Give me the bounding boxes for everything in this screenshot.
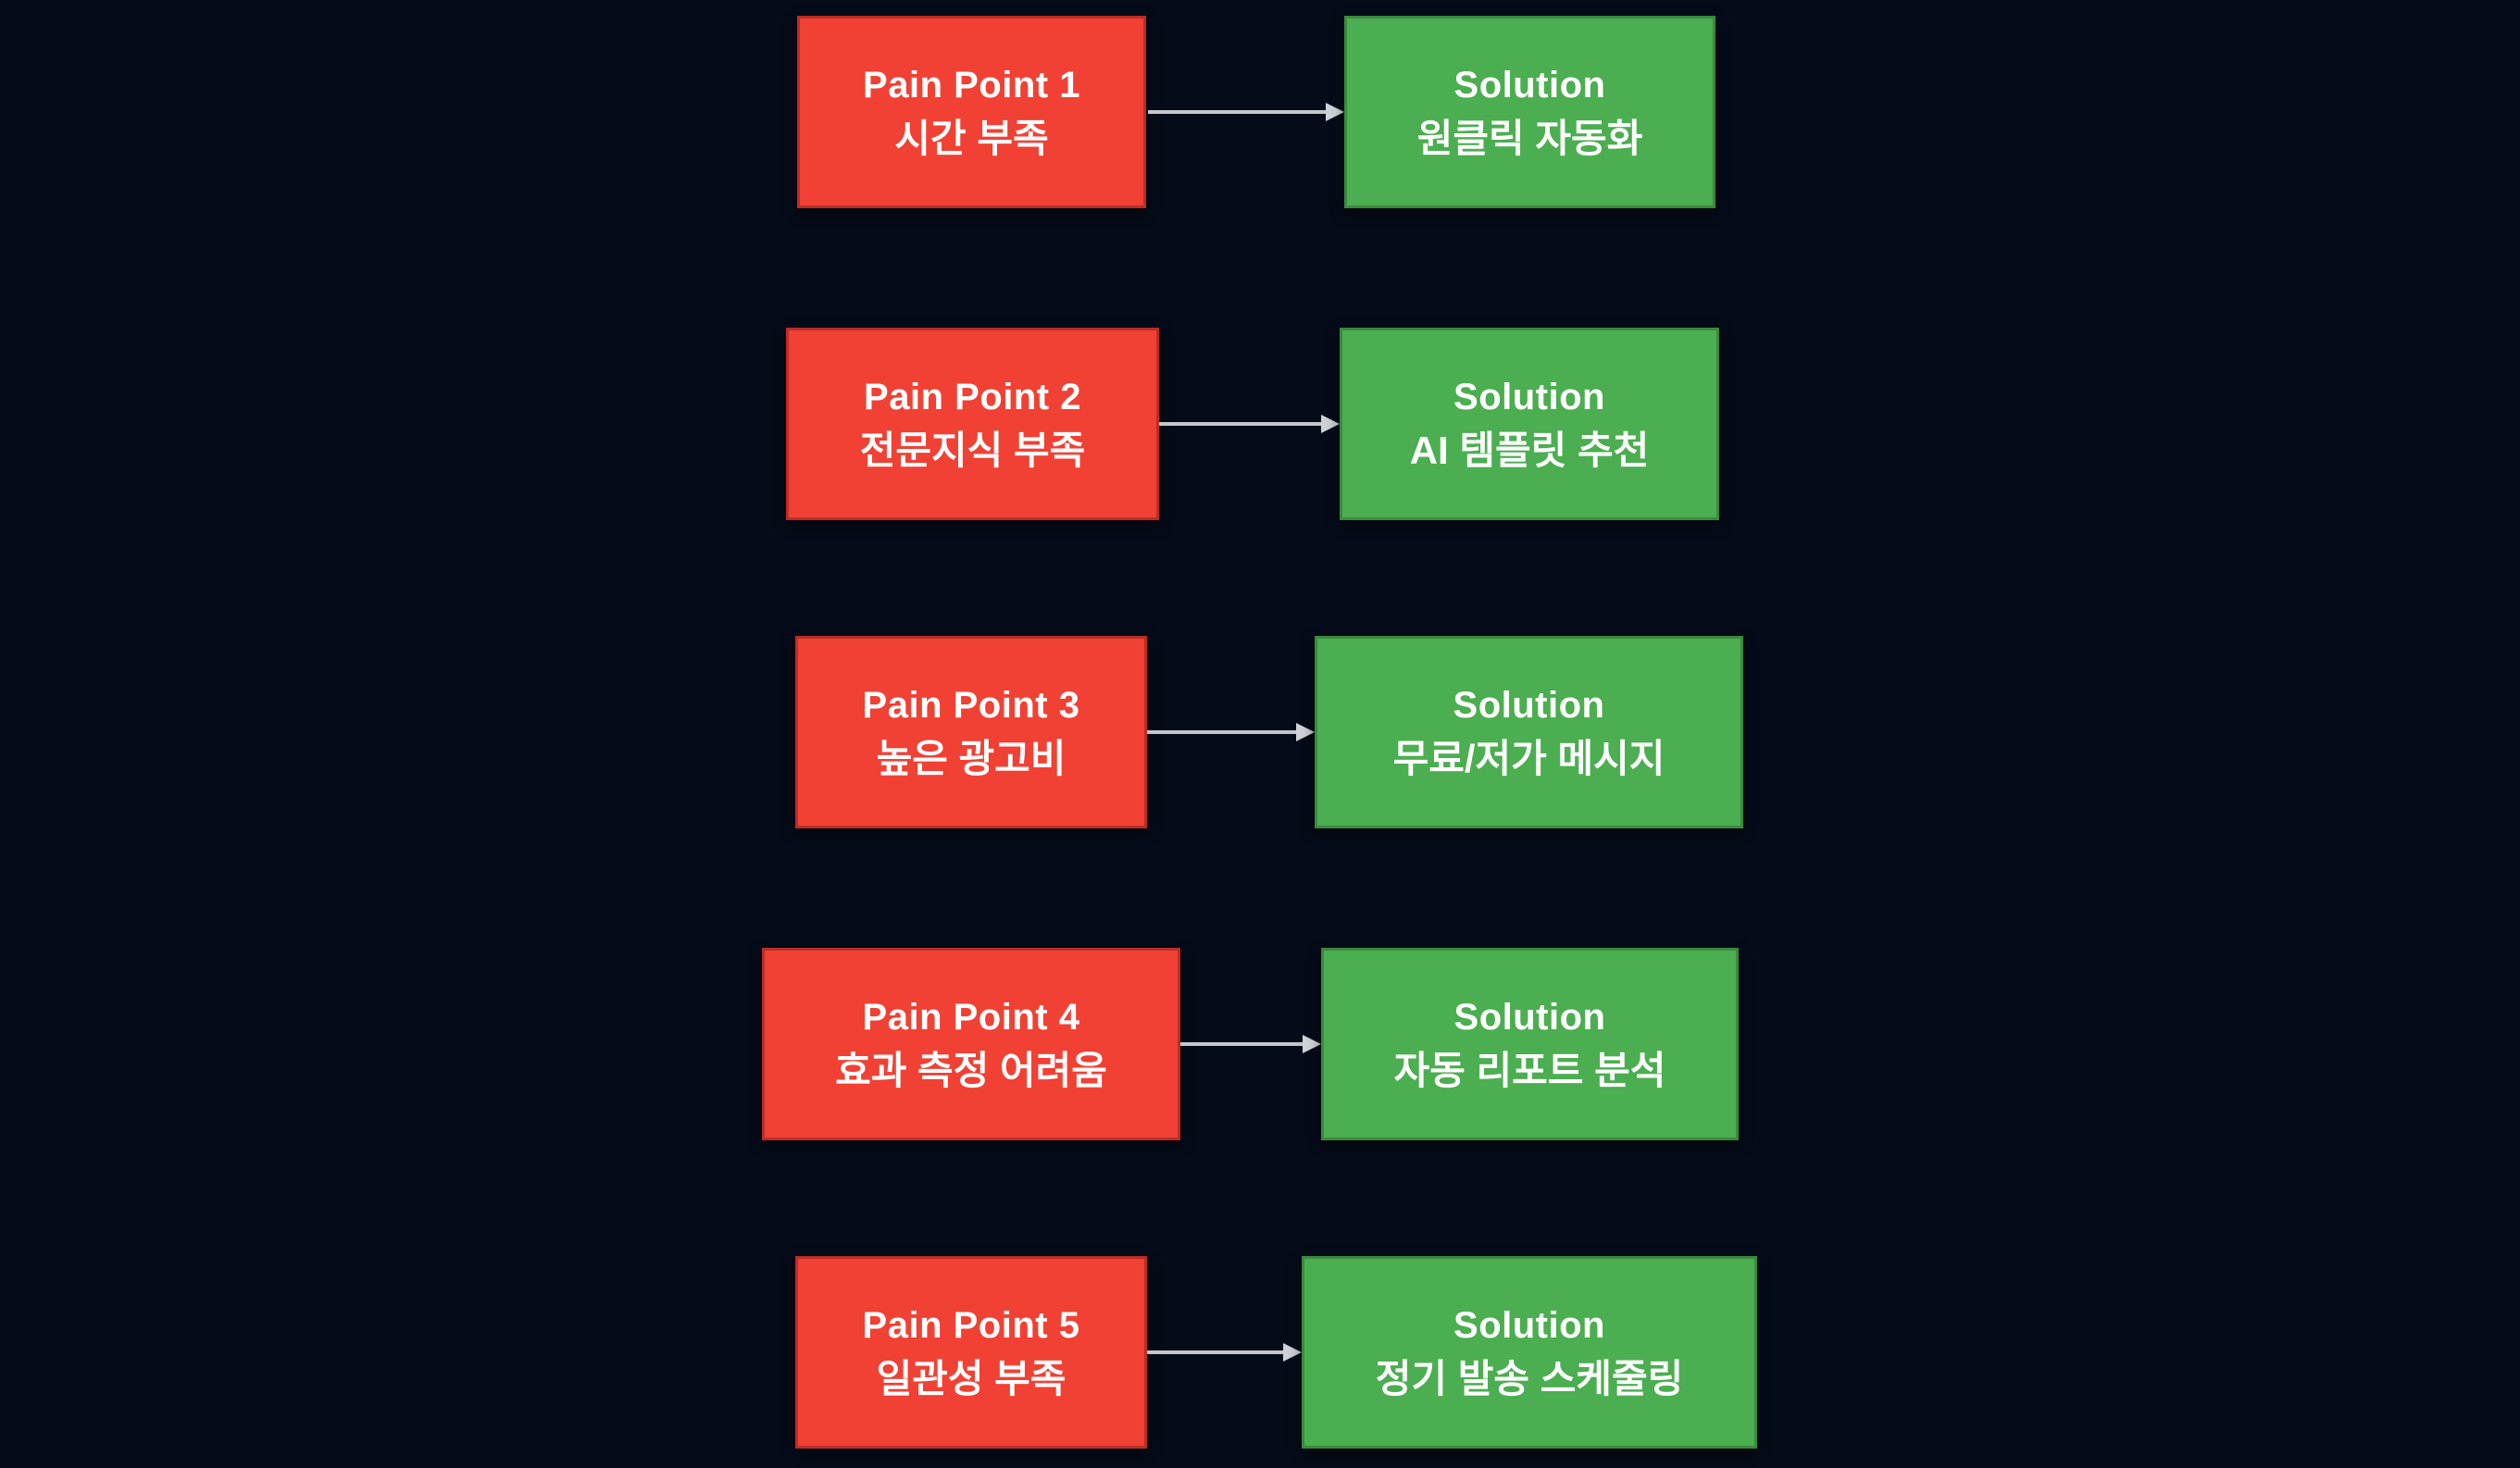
- pain-point-box-5: Pain Point 5 일관성 부족: [795, 1256, 1147, 1449]
- arrow-shaft: [1147, 730, 1297, 734]
- pain-point-title: Pain Point 2: [864, 377, 1081, 417]
- pain-point-box-1: Pain Point 1 시간 부족: [797, 16, 1146, 208]
- pain-point-title: Pain Point 4: [862, 997, 1080, 1038]
- solution-box-2: Solution AI 템플릿 추천: [1340, 328, 1719, 520]
- arrow-head: [1303, 1035, 1321, 1053]
- arrow-head: [1321, 415, 1340, 433]
- solution-subtitle: 무료/저가 메시지: [1392, 737, 1665, 780]
- pain-point-box-4: Pain Point 4 효과 측정 어려움: [762, 948, 1180, 1140]
- solution-subtitle: 원클릭 자동화: [1416, 117, 1643, 160]
- arrow-head: [1283, 1343, 1302, 1362]
- solution-box-1: Solution 원클릭 자동화: [1344, 16, 1715, 208]
- solution-title: Solution: [1453, 1305, 1605, 1346]
- pain-point-title: Pain Point 1: [863, 65, 1080, 106]
- flow-arrow-icon: [1147, 636, 1315, 828]
- pain-point-subtitle: 효과 측정 어려움: [835, 1049, 1107, 1092]
- arrow-shaft: [1159, 422, 1322, 426]
- solution-box-4: Solution 자동 리포트 분석: [1321, 948, 1739, 1140]
- arrow-head: [1296, 723, 1315, 741]
- solution-title: Solution: [1453, 377, 1605, 417]
- pain-point-title: Pain Point 5: [862, 1305, 1080, 1346]
- flow-arrow-icon: [1148, 16, 1344, 208]
- solution-subtitle: AI 템플릿 추천: [1409, 429, 1650, 472]
- flow-arrow-icon: [1180, 948, 1321, 1140]
- solution-title: Solution: [1453, 65, 1606, 106]
- pain-point-box-3: Pain Point 3 높은 광고비: [795, 636, 1147, 828]
- solution-subtitle: 정기 발송 스케줄링: [1375, 1357, 1684, 1400]
- pain-point-subtitle: 시간 부족: [894, 117, 1049, 160]
- arrow-shaft: [1180, 1042, 1304, 1046]
- arrow-head: [1326, 103, 1344, 121]
- pain-point-box-2: Pain Point 2 전문지식 부족: [786, 328, 1159, 520]
- solution-title: Solution: [1453, 997, 1606, 1038]
- solution-subtitle: 자동 리포트 분석: [1393, 1049, 1666, 1092]
- arrow-shaft: [1148, 110, 1327, 114]
- pain-point-subtitle: 높은 광고비: [876, 737, 1067, 780]
- arrow-shaft: [1147, 1350, 1284, 1354]
- pain-point-title: Pain Point 3: [862, 685, 1080, 726]
- pain-point-subtitle: 전문지식 부족: [859, 429, 1086, 472]
- pain-point-subtitle: 일관성 부족: [876, 1357, 1067, 1400]
- solution-title: Solution: [1453, 685, 1605, 726]
- solution-box-3: Solution 무료/저가 메시지: [1315, 636, 1743, 828]
- flow-arrow-icon: [1159, 328, 1340, 520]
- flow-arrow-icon: [1147, 1256, 1302, 1449]
- solution-box-5: Solution 정기 발송 스케줄링: [1302, 1256, 1757, 1449]
